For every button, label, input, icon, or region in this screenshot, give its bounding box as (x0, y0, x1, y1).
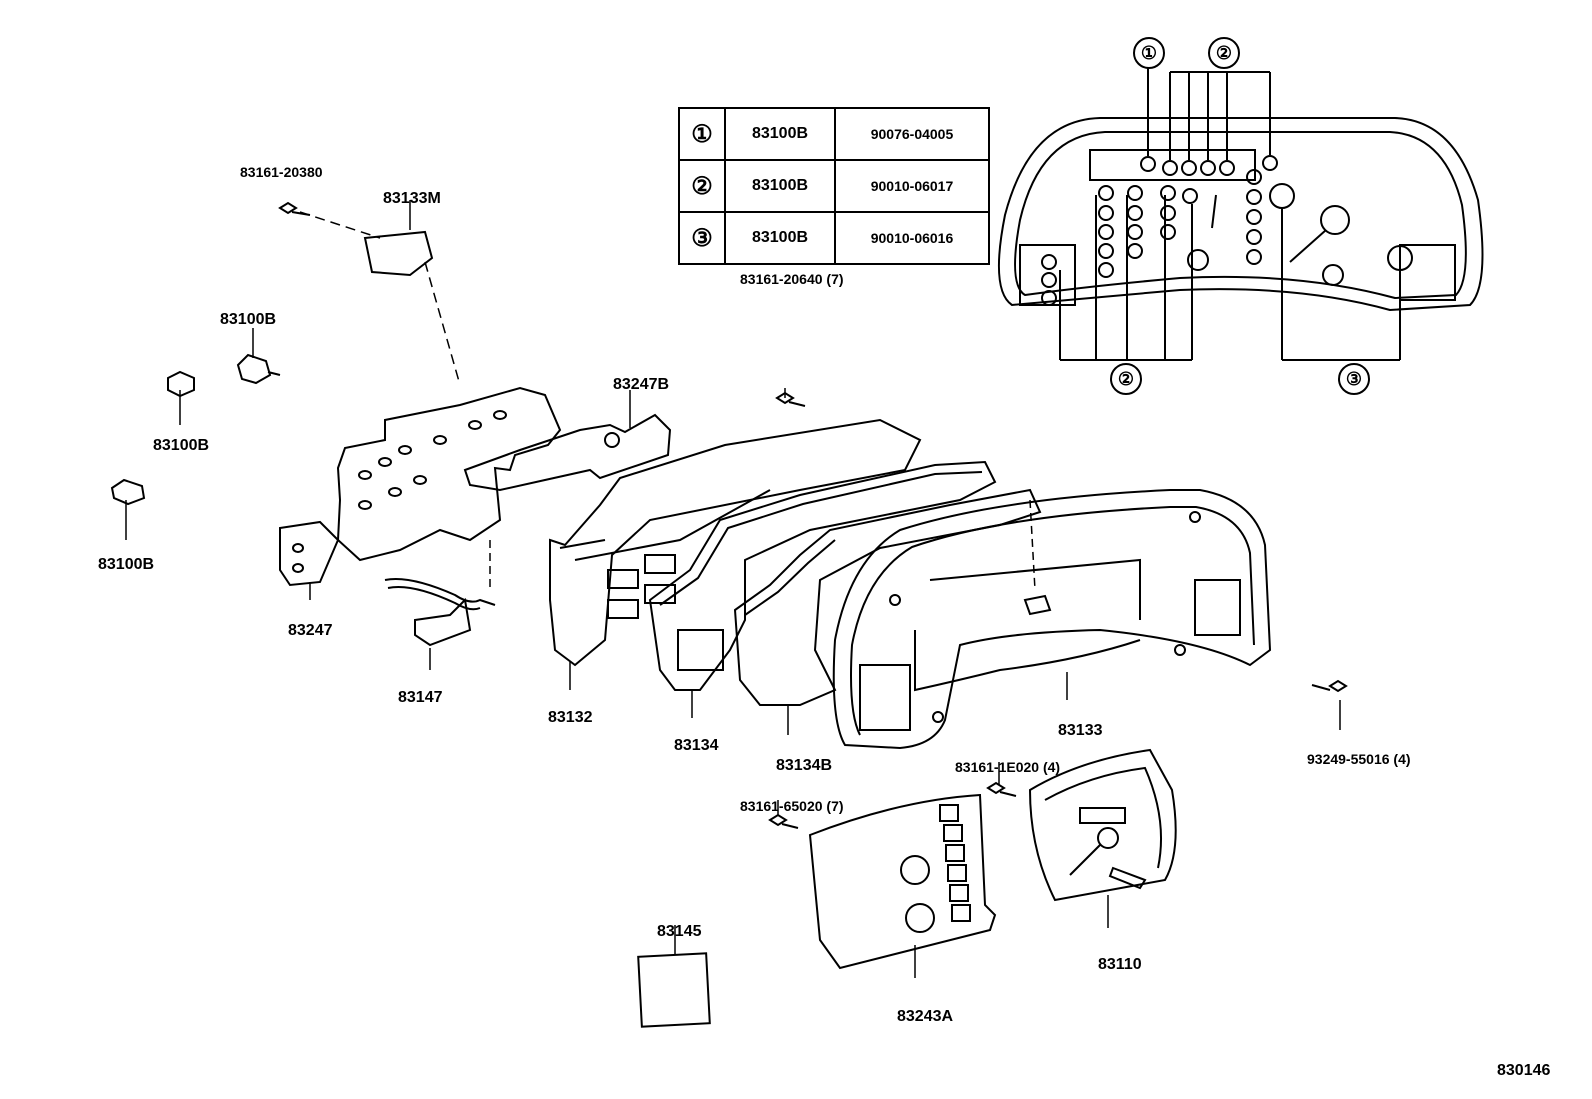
label-83145: 83145 (657, 923, 702, 940)
label-83134B: 83134B (776, 757, 833, 774)
legend-part: 83100B (724, 107, 836, 161)
plate-83134 (648, 460, 997, 691)
label-83100B-1: 83100B (220, 311, 277, 328)
label-83133M: 83133M (383, 190, 441, 207)
panel-83243A (808, 793, 997, 970)
label-83161-20640: 83161-20640 (7) (740, 271, 844, 287)
legend-number: 90076-04005 (834, 107, 990, 161)
label-83161-20380: 83161-20380 (240, 164, 323, 180)
legend-number: 90010-06016 (834, 211, 990, 265)
legend-row: ① 83100B 90076-04005 (678, 107, 990, 161)
label-83161-1E020: 83161-1E020 (4) (955, 759, 1061, 775)
callout-3: ③ (1338, 363, 1370, 395)
legend-row: ② 83100B 90010-06017 (678, 159, 990, 213)
legend-row: ③ 83100B 90010-06016 (678, 211, 990, 265)
legend-number: 90010-06017 (834, 159, 990, 213)
label-83100B-3: 83100B (98, 556, 155, 573)
callout-1: ① (1133, 37, 1165, 69)
label-83132: 83132 (548, 709, 593, 726)
label-93249-55016: 93249-55016 (4) (1307, 751, 1411, 767)
label-83133: 83133 (1058, 722, 1103, 739)
bulb-sockets (1041, 155, 1413, 306)
callout-2-top: ② (1208, 37, 1240, 69)
leader-lines (125, 200, 1341, 978)
label-83243A: 83243A (897, 1008, 954, 1025)
label-83161-65020: 83161-65020 (7) (740, 798, 844, 814)
speedometer-83110 (1028, 748, 1177, 902)
label-83247: 83247 (288, 622, 333, 639)
diagram-id: 830146 (1497, 1062, 1551, 1079)
label-83147: 83147 (398, 689, 443, 706)
legend-mark: ③ (678, 211, 726, 265)
legend-mark: ② (678, 159, 726, 213)
cluster-overview (997, 62, 1484, 361)
label-83110: 83110 (1098, 956, 1142, 973)
screws-and-sockets (110, 201, 1348, 829)
circuit-plate (279, 386, 562, 647)
legend-mark: ① (678, 107, 726, 161)
legend-part: 83100B (724, 159, 836, 213)
bezel-83133 (832, 489, 1272, 750)
case-83132 (549, 418, 922, 667)
sheet-83145 (637, 952, 711, 1028)
plate-83134B (733, 488, 1042, 706)
label-83100B-2: 83100B (153, 437, 210, 454)
legend-part: 83100B (724, 211, 836, 265)
label-83134: 83134 (674, 737, 719, 754)
bracket-83247B (463, 413, 672, 492)
callout-2-bottom: ② (1110, 363, 1142, 395)
legend-table: ① 83100B 90076-04005 ② 83100B 90010-0601… (678, 107, 990, 265)
label-83247B: 83247B (613, 376, 670, 393)
